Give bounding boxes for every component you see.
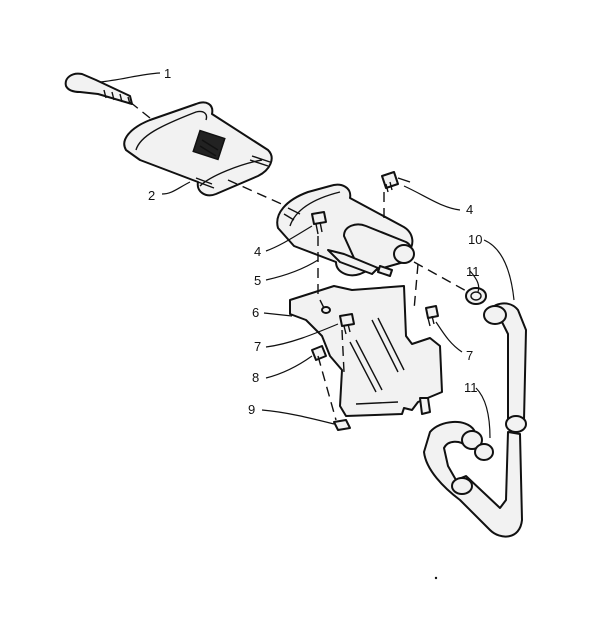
part-10-hose [483,302,527,433]
part-4-screw-lower [311,211,327,235]
callout-10: 10 [468,232,482,247]
callout-1: 1 [164,66,171,81]
part-8-clip [311,345,327,361]
callout-6: 6 [252,305,259,320]
part-4-screw-upper [381,171,411,193]
part-1-handle-lever [64,72,133,105]
part-7-screw-left [339,313,355,335]
part-2-upper-cover [123,101,273,197]
part-11-clamp-upper [465,287,487,305]
callout-7-right: 7 [466,348,473,363]
callout-leaders [99,72,515,439]
part-main-bracket [276,183,415,277]
callout-2: 2 [148,188,155,203]
callout-7-left: 7 [254,339,261,354]
callout-5: 5 [254,273,261,288]
alignment-lines [129,101,469,421]
part-lower-hose-assembly [423,421,523,538]
callout-11-lower: 11 [464,380,478,395]
part-9-clip [333,419,351,431]
callout-11-upper: 11 [466,264,480,279]
part-7-screw-right [425,305,439,327]
callout-9: 9 [248,402,255,417]
callout-4-lower: 4 [254,244,261,259]
callout-4-upper: 4 [466,202,473,217]
part-6-mounting-plate [289,285,443,417]
callout-8: 8 [252,370,259,385]
scan-dot [434,576,438,580]
